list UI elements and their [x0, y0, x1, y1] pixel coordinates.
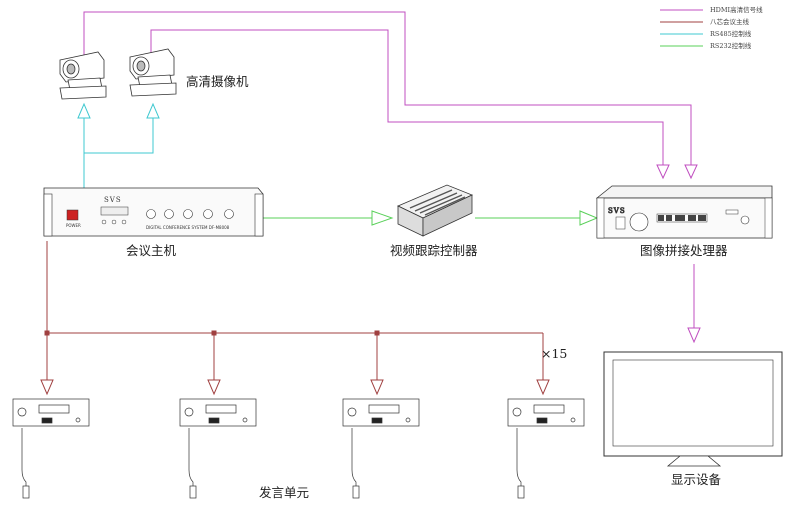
hdmi-arrow-1: [684, 164, 698, 180]
video-tracker: [397, 184, 474, 237]
speaker-unit-2: [179, 398, 257, 499]
legend-item-main-line: 八芯会议主线: [660, 17, 750, 26]
rs232-lines: [263, 210, 599, 226]
splicer-port: [615, 216, 626, 230]
speaker-unit-3: [342, 398, 420, 499]
power-label: POWER: [66, 223, 81, 228]
hdmi-line-camera-2: [150, 29, 664, 168]
hdmi-arrow-display: [687, 327, 701, 344]
display-device: [603, 351, 783, 467]
main-arrow-1: [40, 379, 54, 396]
host-knob-3: [183, 209, 193, 219]
speaker-label: 发言单元: [259, 485, 309, 500]
legend-item-rs485: RS485控制线: [660, 29, 752, 38]
host-button-1: [101, 219, 107, 225]
tracker-label: 视频跟踪控制器: [390, 243, 478, 258]
legend-label-main-line: 八芯会议主线: [710, 17, 750, 26]
speaker-unit-4: [507, 398, 585, 499]
splicer-brand: SVS: [608, 207, 626, 215]
legend: HDMI高清信号线 八芯会议主线 RS485控制线 RS232控制线: [660, 5, 763, 50]
host-knob-1: [146, 209, 156, 219]
splicer-label: 图像拼接处理器: [640, 243, 728, 258]
display-label: 显示设备: [671, 472, 722, 487]
hdmi-arrow-2: [656, 164, 670, 180]
camera-1: [59, 51, 107, 100]
legend-label-hdmi: HDMI高清信号线: [710, 5, 763, 14]
conference-host: SVS POWER DIGITAL CONFERENCE SYSTEM DF-M…: [43, 187, 264, 237]
main-arrow-3: [370, 379, 384, 396]
speaker-unit-1: [12, 398, 90, 499]
image-splicer: SVS: [595, 185, 773, 239]
main-arrow-2: [207, 379, 221, 396]
hdmi-splicer-display: [687, 264, 701, 344]
splicer-dial: [629, 212, 649, 232]
legend-item-rs232: RS232控制线: [660, 41, 752, 50]
camera-2: [129, 48, 177, 97]
hdmi-line-camera-1: [83, 11, 692, 168]
host-system-text: DIGITAL CONFERENCE SYSTEM DF-M8008: [146, 225, 230, 230]
host-label: 会议主机: [126, 243, 177, 258]
main-line: [40, 241, 550, 396]
host-brand: SVS: [104, 196, 122, 204]
rs232-arrow-1: [371, 210, 394, 226]
junction-2: [211, 330, 217, 336]
host-knob-2: [164, 209, 174, 219]
rs485-branch: [84, 118, 154, 154]
legend-label-rs232: RS232控制线: [710, 41, 752, 50]
legend-item-hdmi: HDMI高清信号线: [660, 5, 763, 14]
main-arrow-4: [536, 379, 550, 396]
rs232-arrow-2: [579, 210, 599, 226]
junction-3: [374, 330, 380, 336]
host-knob-4: [203, 209, 213, 219]
legend-label-rs485: RS485控制线: [710, 29, 752, 38]
splicer-knob: [740, 215, 750, 225]
junction-1: [44, 330, 50, 336]
camera-label: 高清摄像机: [186, 74, 249, 89]
multiplier-label: ×15: [541, 346, 567, 361]
host-knob-5: [224, 209, 234, 219]
host-button-2: [111, 219, 117, 225]
hdmi-lines: [83, 11, 698, 180]
rs485-arrow-2: [146, 102, 160, 119]
rs485-lines: [77, 102, 160, 188]
host-button-3: [121, 219, 127, 225]
rs485-arrow-1: [77, 102, 91, 119]
power-switch: [66, 209, 79, 221]
host-display: [100, 206, 129, 216]
